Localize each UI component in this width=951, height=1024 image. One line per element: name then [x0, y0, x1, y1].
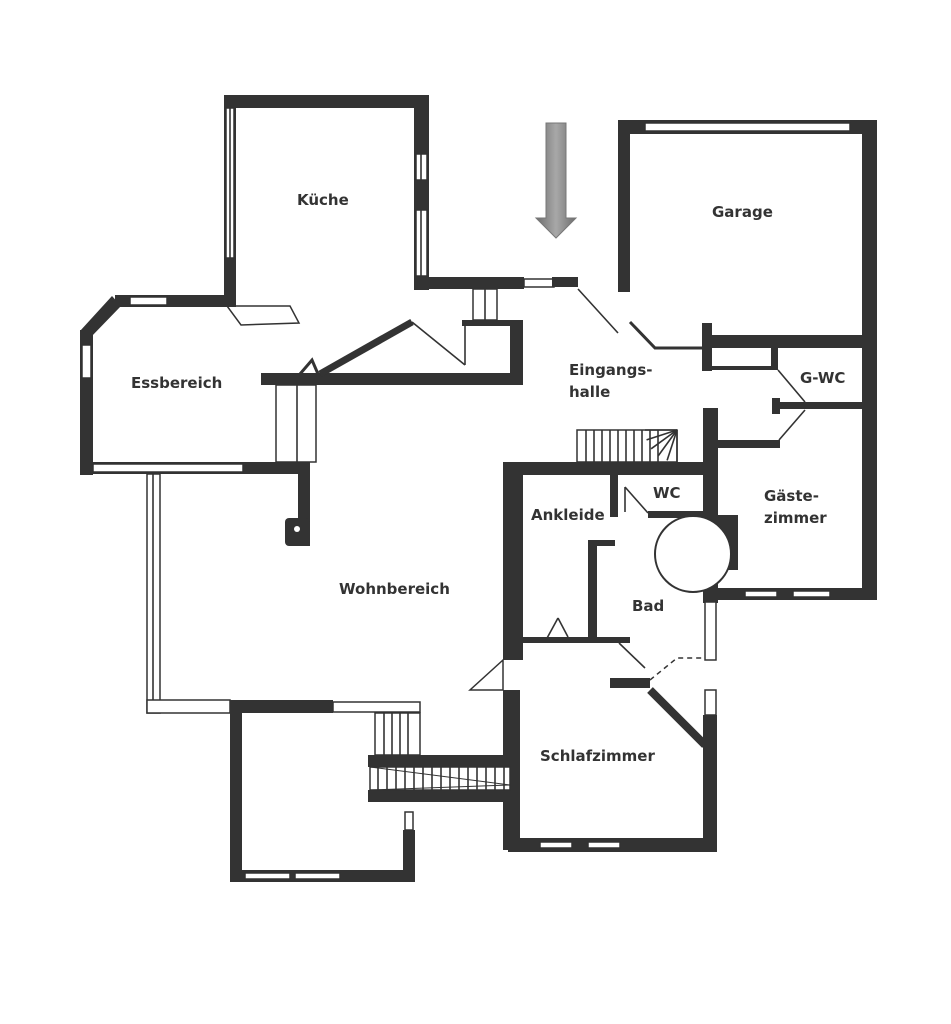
room-label-kueche: Küche	[297, 191, 349, 209]
entrance-arrow-icon	[534, 122, 578, 239]
stair-tread	[646, 429, 678, 441]
room-label-gaestezimmer-line2: zimmer	[764, 509, 827, 527]
room-label-ankleide: Ankleide	[531, 506, 605, 524]
bedroom-walls	[468, 658, 717, 852]
room-label-wc: WC	[653, 484, 681, 502]
room-label-eingangshalle: Eingangs- halle	[569, 359, 653, 403]
stair-tread	[650, 429, 678, 450]
room-label-eingangshalle-line2: halle	[569, 383, 611, 401]
room-label-eingangshalle-line1: Eingangs-	[569, 361, 653, 379]
room-label-garage: Garage	[712, 203, 773, 221]
kitchen-walls	[224, 95, 578, 326]
staircase-hall	[576, 429, 678, 463]
garage-walls	[618, 120, 877, 600]
stair-tread	[657, 429, 678, 457]
room-label-gaestezimmer: Gäste- zimmer	[764, 485, 827, 529]
room-label-gwc: G-WC	[800, 369, 846, 387]
dining-walls	[80, 295, 317, 546]
room-label-wohnbereich: Wohnbereich	[339, 580, 450, 598]
room-label-gaestezimmer-line1: Gäste-	[764, 487, 819, 505]
stair-tread	[666, 429, 678, 461]
interior-walls	[261, 288, 619, 385]
room-label-bad: Bad	[632, 597, 665, 615]
living-walls	[146, 473, 513, 882]
room-label-schlafzimmer: Schlafzimmer	[540, 747, 655, 765]
bath-walls	[503, 462, 738, 716]
room-label-essbereich: Essbereich	[131, 374, 223, 392]
